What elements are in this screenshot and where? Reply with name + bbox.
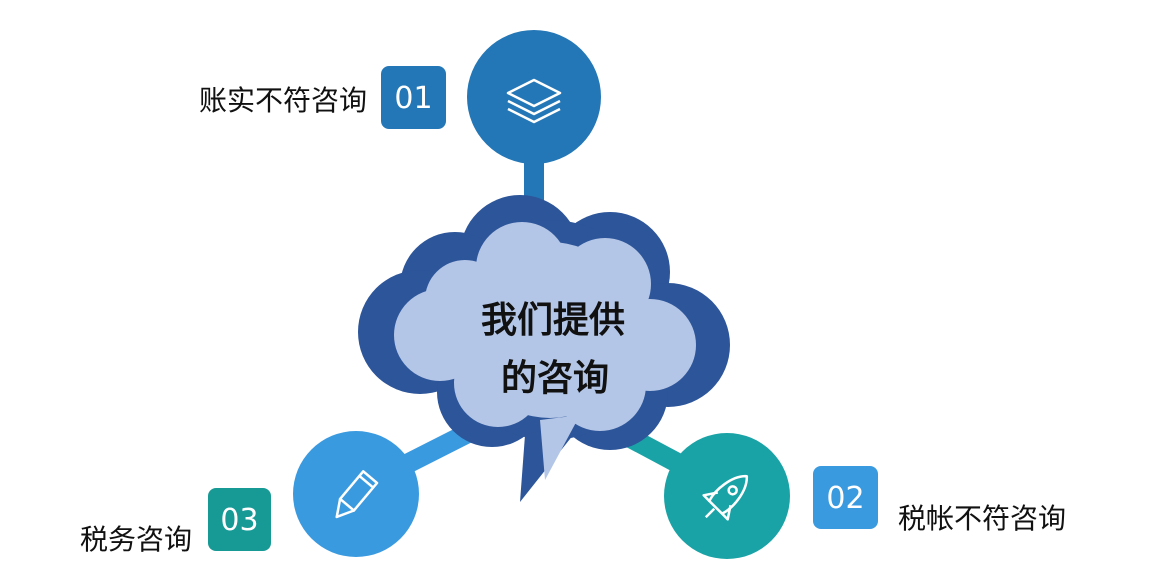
badge-03 [208,488,271,551]
center-title-line1: 我们提供 [481,299,625,341]
circle-03 [293,431,419,557]
badge-01-number: 01 [394,81,432,116]
rocket-icon [702,474,749,521]
label-03: 税务咨询 [80,523,192,556]
label-01: 账实不符咨询 [199,84,367,117]
badge-02 [813,466,878,529]
label-02: 税帐不符咨询 [898,502,1066,535]
badge-02-number: 02 [826,481,864,516]
layers-icon [506,78,562,124]
circle-02 [664,433,790,559]
center-title-line2: 的咨询 [501,357,609,399]
circle-01 [467,30,601,164]
badge-03-number: 03 [220,503,258,538]
cloud-inner [394,222,696,480]
pencil-icon [335,470,379,519]
badge-01 [381,66,446,129]
